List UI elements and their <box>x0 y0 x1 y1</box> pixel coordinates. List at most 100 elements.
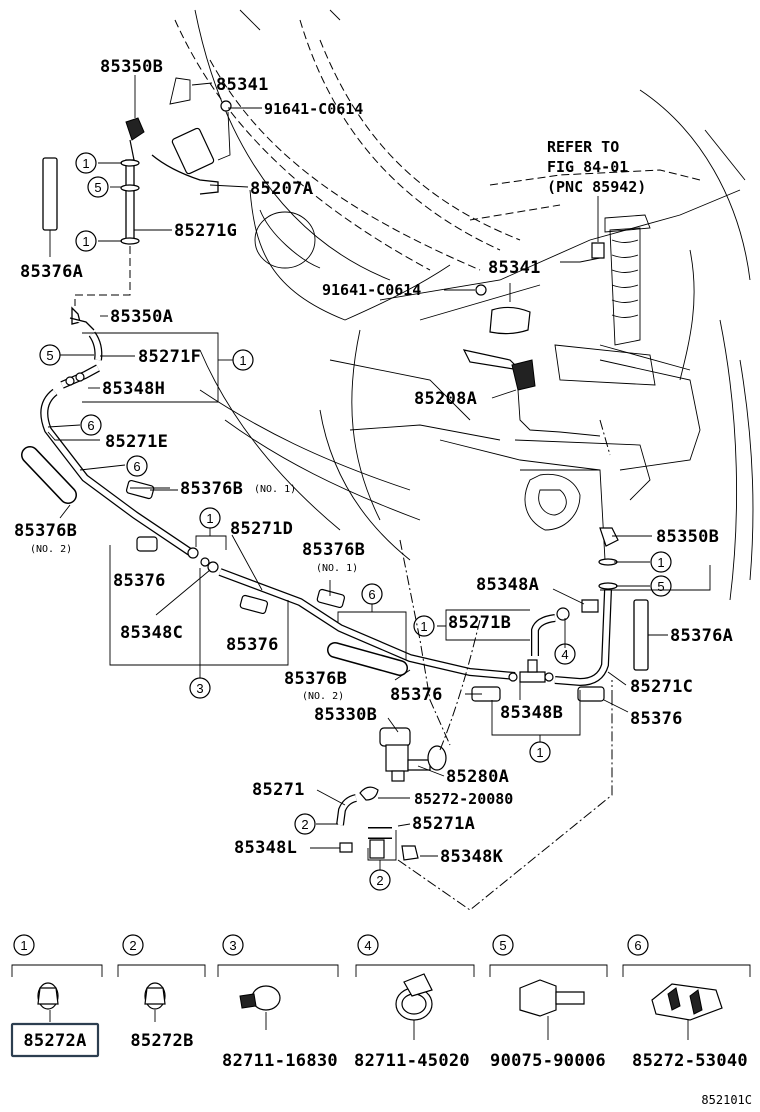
callout-6: 6 <box>80 414 102 436</box>
label-85348C: 85348C <box>120 623 183 643</box>
label-85208A: 85208A <box>414 389 477 409</box>
label-85330B: 85330B <box>314 705 377 725</box>
legend-part-85272A: 85272A <box>23 1031 86 1051</box>
callout-3: 3 <box>189 677 211 699</box>
label-85271F: 85271F <box>138 347 201 367</box>
label-85376: 85376 <box>630 709 683 729</box>
legend-part-82711-45020: 82711-45020 <box>354 1051 470 1071</box>
label-fig: FIG 84-01 <box>547 158 628 176</box>
callout-1: 1 <box>75 230 97 252</box>
svg-text:3: 3 <box>229 938 236 953</box>
label-85348A: 85348A <box>476 575 539 595</box>
label-85350B: 85350B <box>100 57 163 77</box>
svg-text:6: 6 <box>133 459 140 474</box>
label-no2: (NO. 2) <box>302 691 344 702</box>
legend-item-4[interactable]: 4 82711-45020 <box>354 934 475 1071</box>
callout-6: 6 <box>361 583 383 605</box>
part-labels: 85350B 85341 91641-C0614 85207A 85271G 8… <box>14 57 733 867</box>
svg-text:2: 2 <box>129 938 136 953</box>
label-85271G: 85271G <box>174 221 237 241</box>
legend-part-85272-53040: 85272-53040 <box>632 1051 748 1071</box>
highlight-box <box>10 1022 100 1058</box>
svg-text:4: 4 <box>561 647 568 662</box>
label-85271E: 85271E <box>105 432 168 452</box>
callout-2: 2 <box>294 813 316 835</box>
svg-text:1: 1 <box>420 619 427 634</box>
svg-text:5: 5 <box>499 938 506 953</box>
label-85350A: 85350A <box>110 307 173 327</box>
label-85341: 85341 <box>488 258 541 278</box>
figure-code: 852101C <box>701 1093 752 1107</box>
callout-2: 2 <box>369 869 391 891</box>
callout-1: 1 <box>650 551 672 573</box>
callout-1: 1 <box>413 615 435 637</box>
svg-text:1: 1 <box>82 234 89 249</box>
callout-4: 4 <box>554 643 576 665</box>
callout-5: 5 <box>39 344 61 366</box>
vehicle-outline <box>174 9 754 601</box>
svg-text:6: 6 <box>87 418 94 433</box>
label-no1: (NO. 1) <box>254 484 296 495</box>
label-no1: (NO. 1) <box>316 563 358 574</box>
svg-text:2: 2 <box>301 817 308 832</box>
callout-1: 1 <box>529 741 551 763</box>
diagram-callouts: 1 5 1 5 1 6 6 1 3 6 1 4 1 5 1 2 2 <box>39 152 672 891</box>
label-85376: 85376 <box>390 685 443 705</box>
svg-text:5: 5 <box>46 348 53 363</box>
svg-text:1: 1 <box>239 353 246 368</box>
label-85280A: 85280A <box>446 767 509 787</box>
legend-part-82711-16830: 82711-16830 <box>222 1051 338 1071</box>
legend-part-85272B: 85272B <box>130 1031 193 1051</box>
label-85376B: 85376B <box>284 669 347 689</box>
svg-text:5: 5 <box>657 579 664 594</box>
label-85271C: 85271C <box>630 677 693 697</box>
label-85271D: 85271D <box>230 519 293 539</box>
label-85271A: 85271A <box>412 814 475 834</box>
clamp-legend: 1 85272A 2 85272B 3 82711-16830 <box>10 934 751 1071</box>
label-85348L: 85348L <box>234 838 297 858</box>
label-91641-C0614: 91641-C0614 <box>264 100 363 118</box>
svg-text:1: 1 <box>657 555 664 570</box>
leader-lines <box>47 75 711 870</box>
callout-1: 1 <box>232 349 254 371</box>
svg-text:1: 1 <box>20 938 27 953</box>
label-85207A: 85207A <box>250 179 313 199</box>
legend-item-5[interactable]: 5 90075-90006 <box>489 934 608 1071</box>
label-pnc: (PNC 85942) <box>547 178 646 196</box>
svg-text:2: 2 <box>376 873 383 888</box>
label-85348K: 85348K <box>440 847 504 867</box>
label-85350B: 85350B <box>656 527 719 547</box>
svg-text:1: 1 <box>536 745 543 760</box>
connection-lines <box>397 419 613 911</box>
label-85348B: 85348B <box>500 703 563 723</box>
legend-item-6[interactable]: 6 85272-53040 <box>622 934 751 1071</box>
legend-item-1[interactable]: 1 85272A <box>10 934 103 1058</box>
legend-item-3[interactable]: 3 82711-16830 <box>217 934 339 1071</box>
svg-text:4: 4 <box>364 938 371 953</box>
label-85348H: 85348H <box>102 379 165 399</box>
label-no2: (NO. 2) <box>30 544 72 555</box>
label-85271: 85271 <box>252 780 305 800</box>
callout-5: 5 <box>87 176 109 198</box>
label-85376B: 85376B <box>302 540 365 560</box>
svg-text:6: 6 <box>368 587 375 602</box>
svg-text:5: 5 <box>94 180 101 195</box>
label-85376A: 85376A <box>670 626 733 646</box>
label-85376: 85376 <box>226 635 279 655</box>
label-91641-C0614: 91641-C0614 <box>322 281 421 299</box>
label-85376: 85376 <box>113 571 166 591</box>
washer-reservoir <box>554 214 656 386</box>
svg-text:1: 1 <box>82 156 89 171</box>
label-85341: 85341 <box>216 75 269 95</box>
svg-text:6: 6 <box>634 938 641 953</box>
callout-6: 6 <box>126 455 148 477</box>
callout-1: 1 <box>75 152 97 174</box>
label-85376A: 85376A <box>20 262 83 282</box>
hose-lines <box>21 77 649 861</box>
label-85376B: 85376B <box>180 479 243 499</box>
label-85272-20080: 85272-20080 <box>414 790 513 808</box>
callout-5: 5 <box>650 575 672 597</box>
label-85271B: 85271B <box>448 613 511 633</box>
legend-item-2[interactable]: 2 85272B <box>117 934 206 1051</box>
